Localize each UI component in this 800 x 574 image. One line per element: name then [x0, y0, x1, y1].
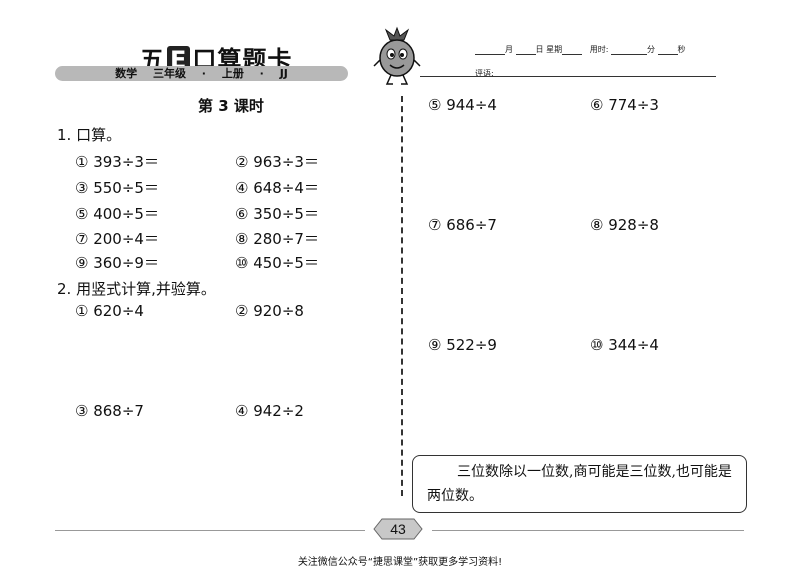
- mental-item-3: ③ 550÷5＝: [75, 179, 159, 197]
- written-item-10: ⑩ 344÷4: [590, 336, 659, 354]
- mental-item-1: ① 393÷3＝: [75, 153, 159, 171]
- written-item-3: ③ 868÷7: [75, 402, 144, 420]
- footer-note: 关注微信公众号“捷思课堂”获取更多学习资料!: [297, 557, 503, 568]
- volume-label: 上册: [221, 67, 244, 80]
- written-item-4: ④ 942÷2: [235, 402, 304, 420]
- mental-item-7: ⑦ 200÷4＝: [75, 230, 159, 248]
- mental-item-6: ⑥ 350÷5＝: [235, 205, 319, 223]
- mental-item-8: ⑧ 280÷7＝: [235, 230, 319, 248]
- date-fields: 月 日 星期 用时: 分 秒: [475, 44, 686, 55]
- written-item-2: ② 920÷8: [235, 302, 304, 320]
- column-divider: [401, 96, 403, 496]
- day-blank[interactable]: [515, 46, 536, 55]
- mascot-icon: [373, 26, 421, 85]
- review-label: 评语:: [475, 69, 494, 78]
- written-item-9: ⑨ 522÷9: [428, 336, 497, 354]
- month-blank[interactable]: [475, 46, 505, 55]
- written-item-6: ⑥ 774÷3: [590, 96, 659, 114]
- page-number-badge: 43: [373, 518, 423, 540]
- written-item-5: ⑤ 944÷4: [428, 96, 497, 114]
- footer-rule-right: [432, 530, 744, 531]
- subject-bar: 数学 三年级 · 上册 · JJ: [55, 66, 348, 81]
- written-item-7: ⑦ 686÷7: [428, 216, 497, 234]
- second-blank[interactable]: [657, 46, 678, 55]
- lesson-title: 第 3 课时: [198, 97, 264, 115]
- mental-item-5: ⑤ 400÷5＝: [75, 205, 159, 223]
- mental-item-4: ④ 648÷4＝: [235, 179, 319, 197]
- footer-rule-left: [55, 530, 365, 531]
- tip-text: 三位数除以一位数,商可能是三位数,也可能是两位数。: [427, 464, 732, 504]
- review-blank[interactable]: [420, 76, 716, 77]
- mental-item-10: ⑩ 450÷5＝: [235, 254, 319, 272]
- written-item-1: ① 620÷4: [75, 302, 144, 320]
- mental-item-9: ⑨ 360÷9＝: [75, 254, 159, 272]
- section1-title: 1. 口算。: [57, 126, 122, 144]
- tip-box: 三位数除以一位数,商可能是三位数,也可能是两位数。: [412, 455, 747, 513]
- grade-label: 三年级: [152, 67, 186, 80]
- edition-label: JJ: [279, 67, 288, 80]
- section2-title: 2. 用竖式计算,并验算。: [57, 280, 216, 298]
- written-item-8: ⑧ 928÷8: [590, 216, 659, 234]
- page-number: 43: [390, 521, 406, 537]
- mental-item-2: ② 963÷3＝: [235, 153, 319, 171]
- subject-label: 数学: [115, 67, 138, 80]
- minute-blank[interactable]: [610, 46, 647, 55]
- weekday-blank[interactable]: [562, 46, 583, 55]
